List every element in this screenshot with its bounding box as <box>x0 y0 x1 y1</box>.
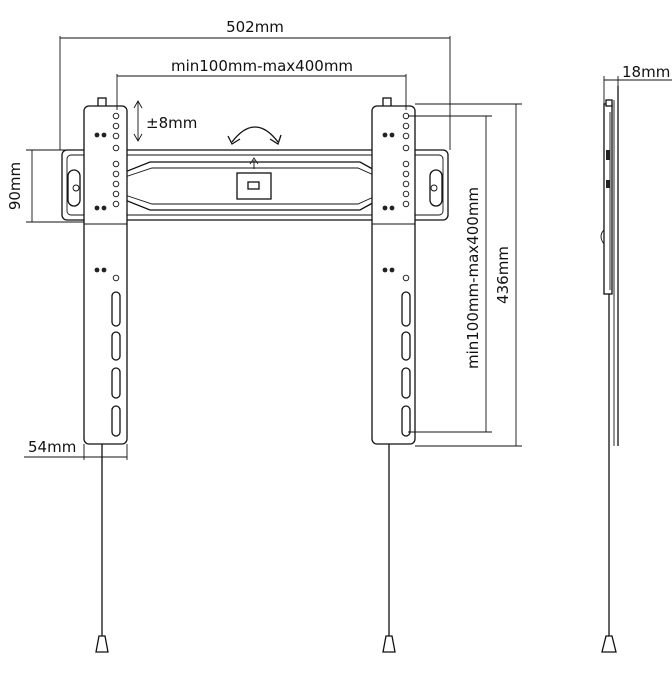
dimension-vesa-horizontal: min100mm-max400mm <box>116 57 407 110</box>
dimension-profile-depth: 18mm <box>603 63 672 104</box>
label-vertical-adjust: ±8mm <box>146 114 197 132</box>
label-total-width: 502mm <box>226 18 284 36</box>
wall-plate <box>61 149 449 221</box>
side-profile-view <box>600 86 619 653</box>
label-profile-depth: 18mm <box>622 63 670 81</box>
label-vesa-horizontal: min100mm-max400mm <box>171 57 353 75</box>
label-vesa-vertical: min100mm-max400mm <box>464 187 482 369</box>
dimension-total-width: 502mm <box>59 18 451 150</box>
left-mounting-arm <box>83 97 128 445</box>
dimension-vertical-adjust: ±8mm <box>133 100 197 142</box>
dimension-vesa-vertical: min100mm-max400mm <box>408 115 492 433</box>
label-plate-height: 90mm <box>6 162 24 210</box>
tilt-rotation-arrow-icon <box>227 126 282 145</box>
dimension-arm-width: 54mm <box>24 438 128 460</box>
label-arm-width: 54mm <box>28 438 76 456</box>
dimension-plate-height: 90mm <box>6 149 84 223</box>
right-mounting-arm <box>371 97 416 445</box>
right-release-cord <box>382 444 396 653</box>
left-release-cord <box>95 444 109 653</box>
label-arm-length: 436mm <box>494 246 512 304</box>
dimension-arm-length: 436mm <box>415 103 522 447</box>
